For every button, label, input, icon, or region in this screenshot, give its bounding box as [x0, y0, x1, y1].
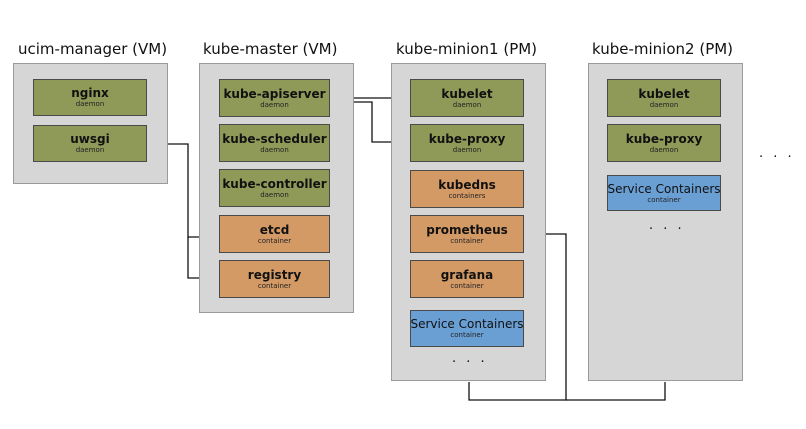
- minion2-more-ellipsis: . . .: [649, 218, 685, 233]
- registry-box[interactable]: registry container: [219, 260, 330, 298]
- kubedns-type: containers: [448, 191, 486, 200]
- registry-type: container: [257, 281, 292, 290]
- prometheus-type: container: [450, 236, 484, 245]
- etcd-label: etcd: [259, 222, 290, 237]
- kube-controller-type: daemon: [260, 190, 289, 199]
- prometheus-box[interactable]: prometheus container: [410, 215, 524, 253]
- minion2-kube-proxy-type: daemon: [649, 145, 679, 154]
- grafana-type: container: [450, 281, 484, 290]
- minion2-kubelet-box[interactable]: kubelet daemon: [607, 79, 721, 117]
- etcd-box[interactable]: etcd container: [219, 215, 330, 253]
- kube-apiserver-type: daemon: [260, 100, 289, 109]
- kube-master-title: kube-master (VM): [203, 40, 338, 58]
- kube-minion1-title: kube-minion1 (PM): [396, 40, 538, 58]
- minion1-service-containers-type: container: [450, 331, 484, 339]
- kube-scheduler-box[interactable]: kube-scheduler daemon: [219, 124, 330, 162]
- minion1-kubelet-type: daemon: [452, 100, 482, 109]
- minion1-kubelet-label: kubelet: [441, 86, 493, 101]
- grafana-label: grafana: [440, 267, 494, 282]
- kube-scheduler-type: daemon: [260, 145, 289, 154]
- prometheus-label: prometheus: [426, 222, 508, 237]
- minion2-service-containers-box[interactable]: Service Containers container: [607, 175, 721, 211]
- minion2-kubelet-label: kubelet: [638, 86, 690, 101]
- minion1-kube-proxy-label: kube-proxy: [428, 131, 506, 146]
- kube-minion2-title: kube-minion2 (PM): [592, 40, 734, 58]
- minion2-kube-proxy-box[interactable]: kube-proxy daemon: [607, 124, 721, 162]
- kube-apiserver-box[interactable]: kube-apiserver daemon: [219, 79, 330, 117]
- etcd-type: container: [257, 236, 292, 245]
- nginx-type: daemon: [75, 100, 105, 108]
- kube-apiserver-label: kube-apiserver: [223, 86, 326, 101]
- uwsgi-label: uwsgi: [70, 132, 110, 146]
- minion1-service-containers-label: Service Containers: [410, 317, 524, 331]
- minion1-kube-proxy-type: daemon: [452, 145, 482, 154]
- kubedns-label: kubedns: [438, 177, 496, 192]
- minion1-service-containers-box[interactable]: Service Containers container: [410, 310, 524, 347]
- grafana-box[interactable]: grafana container: [410, 260, 524, 298]
- kube-controller-label: kube-controller: [222, 176, 327, 191]
- line-loop-minion2: [566, 382, 666, 401]
- minion2-service-containers-label: Service Containers: [607, 181, 721, 196]
- uwsgi-box[interactable]: uwsgi daemon: [33, 125, 147, 162]
- kube-controller-box[interactable]: kube-controller daemon: [219, 169, 330, 207]
- minion1-kubelet-box[interactable]: kubelet daemon: [410, 79, 524, 117]
- registry-label: registry: [247, 267, 302, 282]
- nginx-box[interactable]: nginx daemon: [33, 79, 147, 116]
- minion2-service-containers-type: container: [647, 195, 681, 204]
- kube-scheduler-label: kube-scheduler: [222, 131, 327, 146]
- uwsgi-type: daemon: [75, 146, 105, 154]
- minion2-kube-proxy-label: kube-proxy: [625, 131, 703, 146]
- minion1-kube-proxy-box[interactable]: kube-proxy daemon: [410, 124, 524, 162]
- ucim-manager-title: ucim-manager (VM): [18, 40, 168, 58]
- kubedns-box[interactable]: kubedns containers: [410, 170, 524, 208]
- minion2-kubelet-type: daemon: [649, 100, 679, 109]
- nginx-label: nginx: [71, 86, 109, 100]
- more-nodes-ellipsis: . . .: [759, 146, 795, 161]
- minion1-more-ellipsis: . . .: [452, 351, 488, 366]
